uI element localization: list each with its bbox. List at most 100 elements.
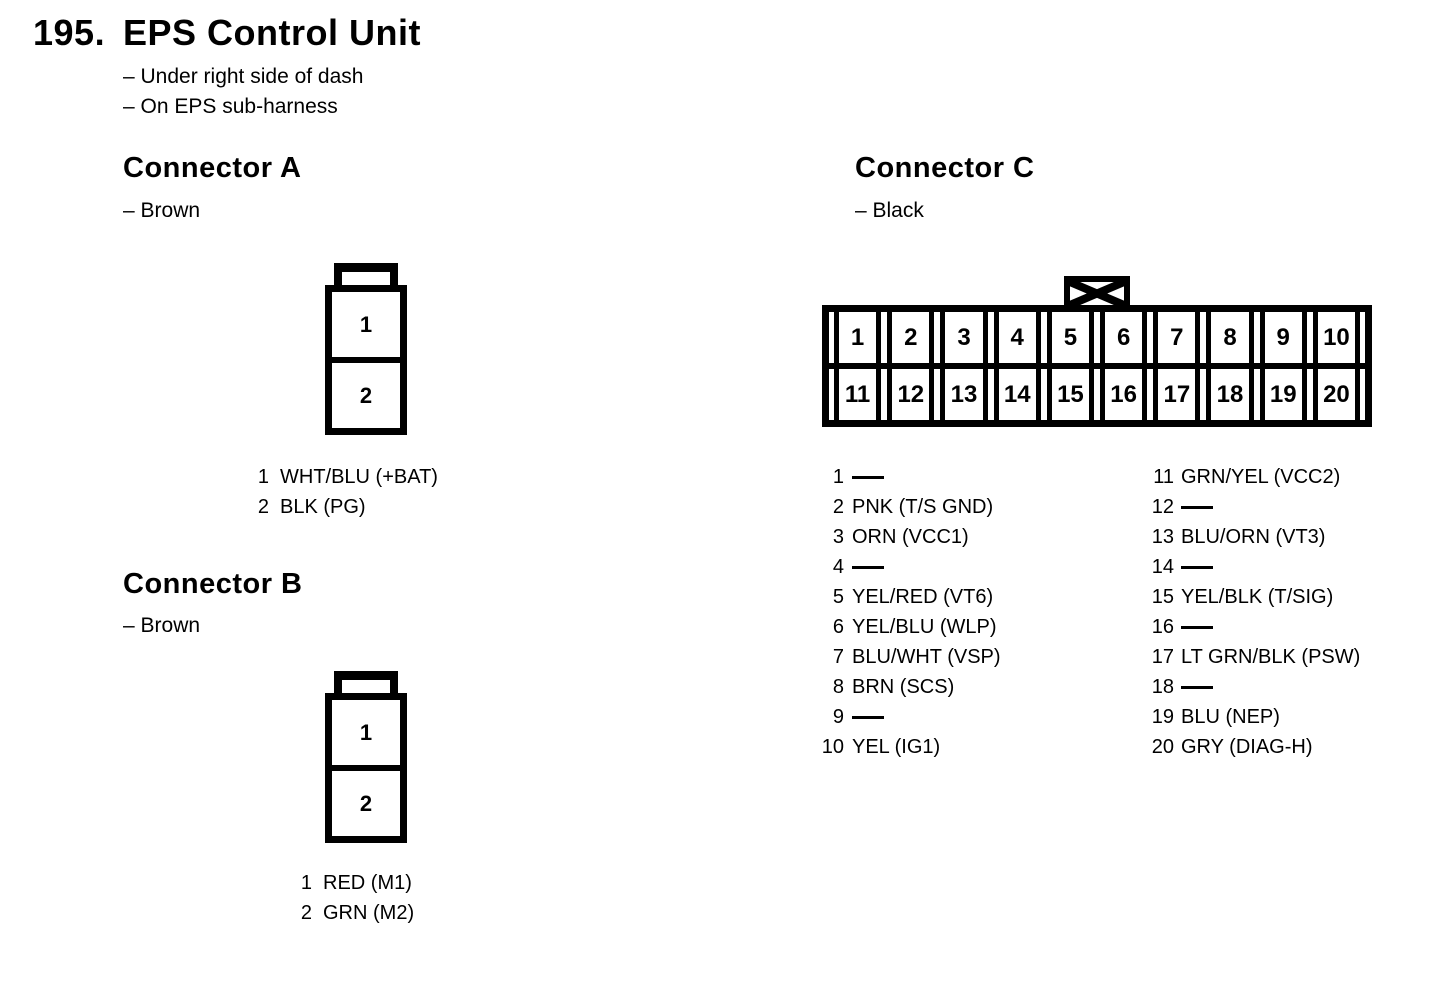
pin-cavity: 6 (1100, 312, 1148, 363)
pin-number: 20 (1151, 735, 1174, 758)
pin-cavity: 5 (1046, 312, 1095, 363)
pin-number: 1 (257, 465, 269, 488)
pin-number: 16 (1151, 615, 1174, 638)
pin-row: 2 GRN (M2) (296, 898, 414, 928)
pin-row: 6 YEL/BLU (WLP) (818, 612, 1001, 642)
crossed-box-x-icon (1070, 282, 1124, 305)
pin-row: 20 GRY (DIAG-H) (1146, 732, 1360, 762)
section-number: 195. (33, 12, 106, 53)
pin-number: 11 (1153, 465, 1174, 488)
pin-cavity: 8 (1206, 312, 1254, 363)
pin-wire-label: YEL (IG1) (852, 735, 941, 758)
pin-number: 13 (1151, 525, 1174, 548)
no-connection-dash-icon (852, 715, 884, 719)
note-line: – On EPS sub-harness (123, 95, 338, 118)
pin-cavity: 1 (332, 292, 400, 363)
pin-wire-label (852, 706, 884, 729)
pin-row: 9 (818, 702, 1001, 732)
pin-wire-label: BLU (NEP) (1181, 705, 1280, 728)
pin-number: 2 (832, 495, 844, 518)
pin-wire-label: BRN (SCS) (852, 675, 955, 698)
pin-cavity: 2 (359, 382, 373, 408)
pin-cavity: 1 (332, 700, 400, 771)
pin-cavity: 17 (1153, 369, 1201, 420)
pin-cavity: 2 (887, 312, 935, 363)
pin-row: 18 (1146, 672, 1360, 702)
no-connection-dash-icon (1181, 685, 1213, 689)
pin-cavity: 3 (940, 312, 988, 363)
no-connection-dash-icon (1181, 625, 1213, 629)
pin-row: 12 (1146, 492, 1360, 522)
pin-row: 8 BRN (SCS) (818, 672, 1001, 702)
pin-wire-label: GRN/YEL (VCC2) (1181, 465, 1341, 488)
connector-b-body: 1 2 (325, 693, 407, 843)
pin-wire-label: BLU/WHT (VSP) (852, 645, 1001, 668)
connector-a-body: 1 2 (325, 285, 407, 435)
location-notes: – Under right side of dash – On EPS sub-… (123, 62, 363, 122)
connector-a-pin-list: 1 WHT/BLU (+BAT) 2 BLK (PG) (253, 462, 438, 522)
pin-row: 2 BLK (PG) (253, 492, 438, 522)
pin-cavity: 15 (1046, 369, 1095, 420)
grid-row-divider (829, 363, 1365, 369)
connector-b-diagram: 1 2 (325, 671, 407, 843)
pin-wire-label: YEL/RED (VT6) (852, 585, 994, 608)
pin-number: 4 (832, 555, 844, 578)
keying-tab-crossed-box-icon (1064, 276, 1130, 305)
pin-row: 17 LT GRN/BLK (PSW) (1146, 642, 1361, 672)
pin-wire-label (852, 466, 884, 489)
pin-wire-label: GRY (DIAG-H) (1181, 735, 1313, 758)
pin-wire-label: GRN (M2) (323, 901, 415, 924)
pin-row: 1 WHT/BLU (+BAT) (253, 462, 438, 492)
pin-number: 12 (1151, 495, 1174, 518)
latch-tab-icon (334, 263, 398, 285)
note-line: – Under right side of dash (123, 65, 364, 88)
pin-wire-label: BLU/ORN (VT3) (1181, 525, 1326, 548)
pin-cavity: 1 (834, 312, 882, 363)
page-title: EPS Control Unit (123, 12, 421, 53)
pin-number: 6 (832, 615, 844, 638)
pin-number: 3 (832, 525, 844, 548)
connector-c-color-note: – Black (855, 199, 924, 222)
connector-c-title: Connector C (855, 152, 1035, 184)
pin-wire-label: YEL/BLU (WLP) (852, 615, 997, 638)
pin-row: 11 GRN/YEL (VCC2) (1146, 462, 1360, 492)
pin-cavity: 16 (1100, 369, 1148, 420)
pin-cavity: 20 (1312, 369, 1361, 420)
pin-number: 1 (832, 465, 844, 488)
pin-number: 17 (1151, 645, 1174, 668)
pin-row: 19 BLU (NEP) (1146, 702, 1360, 732)
pin-wire-label: LT GRN/BLK (PSW) (1181, 645, 1361, 668)
pin-cavity: 4 (993, 312, 1041, 363)
pin-wire-label: ORN (VCC1) (852, 525, 969, 548)
pin-wire-label (852, 556, 884, 579)
connector-a-diagram: 1 2 (325, 263, 407, 435)
pin-wire-label: BLK (PG) (280, 495, 366, 518)
no-connection-dash-icon (1181, 565, 1213, 569)
pin-number: 15 (1151, 585, 1174, 608)
pin-number: 8 (832, 675, 844, 698)
latch-tab-icon (334, 671, 398, 693)
pin-cavity: 19 (1259, 369, 1307, 420)
no-connection-dash-icon (1181, 505, 1213, 509)
no-connection-dash-icon (852, 475, 884, 479)
pin-wire-label (1181, 616, 1213, 639)
pin-wire-label (1181, 676, 1213, 699)
pin-number: 5 (832, 585, 844, 608)
pin-row: 13 BLU/ORN (VT3) (1146, 522, 1360, 552)
pin-number: 2 (300, 901, 312, 924)
pin-number: 19 (1151, 705, 1174, 728)
pin-number: 10 (821, 735, 844, 758)
pin-number: 2 (257, 495, 269, 518)
pin-row: 3 ORN (VCC1) (818, 522, 1001, 552)
pin-wire-label: WHT/BLU (+BAT) (280, 465, 438, 488)
